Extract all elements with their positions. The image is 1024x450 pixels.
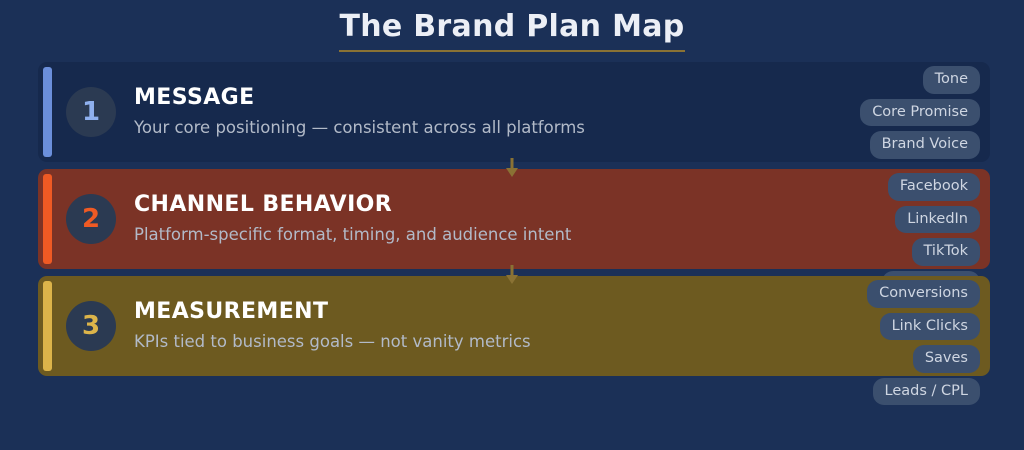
step-number-badge: 2 <box>66 194 116 244</box>
tag-chip[interactable]: Core Promise <box>860 98 980 126</box>
brand-plan-rows: 1 MESSAGE Your core positioning — consis… <box>38 62 990 405</box>
row-heading: MEASUREMENT <box>134 299 329 324</box>
row-text-block: MESSAGE Your core positioning — consiste… <box>134 84 585 138</box>
tag-chip[interactable]: TikTok <box>911 238 980 266</box>
row-subtitle: Your core positioning — consistent acros… <box>134 117 585 137</box>
step-number-badge: 3 <box>66 301 116 351</box>
title-bar: The Brand Plan Map <box>0 0 1024 52</box>
tag-chip[interactable]: LinkedIn <box>895 205 980 233</box>
row-text-block: MEASUREMENT KPIs tied to business goals … <box>134 298 531 352</box>
row-subtitle: Platform-specific format, timing, and au… <box>134 224 572 244</box>
tag-list: Tone Core Promise Brand Voice <box>860 66 980 159</box>
tag-chip[interactable]: Brand Voice <box>869 131 980 159</box>
plan-row-measurement[interactable]: 3 MEASUREMENT KPIs tied to business goal… <box>38 276 990 405</box>
plan-row-channel-behavior[interactable]: 2 CHANNEL BEHAVIOR Platform-specific for… <box>38 169 990 298</box>
step-number-badge: 1 <box>66 87 116 137</box>
tag-chip[interactable]: Leads / CPL <box>872 377 980 405</box>
tag-chip[interactable]: Tone <box>922 66 980 94</box>
tag-chip[interactable]: Facebook <box>887 173 980 201</box>
row-subtitle: KPIs tied to business goals — not vanity… <box>134 331 531 351</box>
row-text-block: CHANNEL BEHAVIOR Platform-specific forma… <box>134 191 571 245</box>
tag-chip[interactable]: Saves <box>912 345 980 373</box>
row-heading: CHANNEL BEHAVIOR <box>134 192 393 217</box>
plan-row-message[interactable]: 1 MESSAGE Your core positioning — consis… <box>38 62 990 162</box>
tag-list: Conversions Link Clicks Saves Leads / CP… <box>867 280 980 405</box>
accent-bar <box>43 174 52 264</box>
tag-chip[interactable]: Link Clicks <box>879 312 980 340</box>
accent-bar <box>43 281 52 371</box>
accent-bar <box>43 67 52 157</box>
tag-chip[interactable]: Conversions <box>867 280 980 308</box>
page-title: The Brand Plan Map <box>339 9 685 52</box>
row-heading: MESSAGE <box>134 85 255 110</box>
